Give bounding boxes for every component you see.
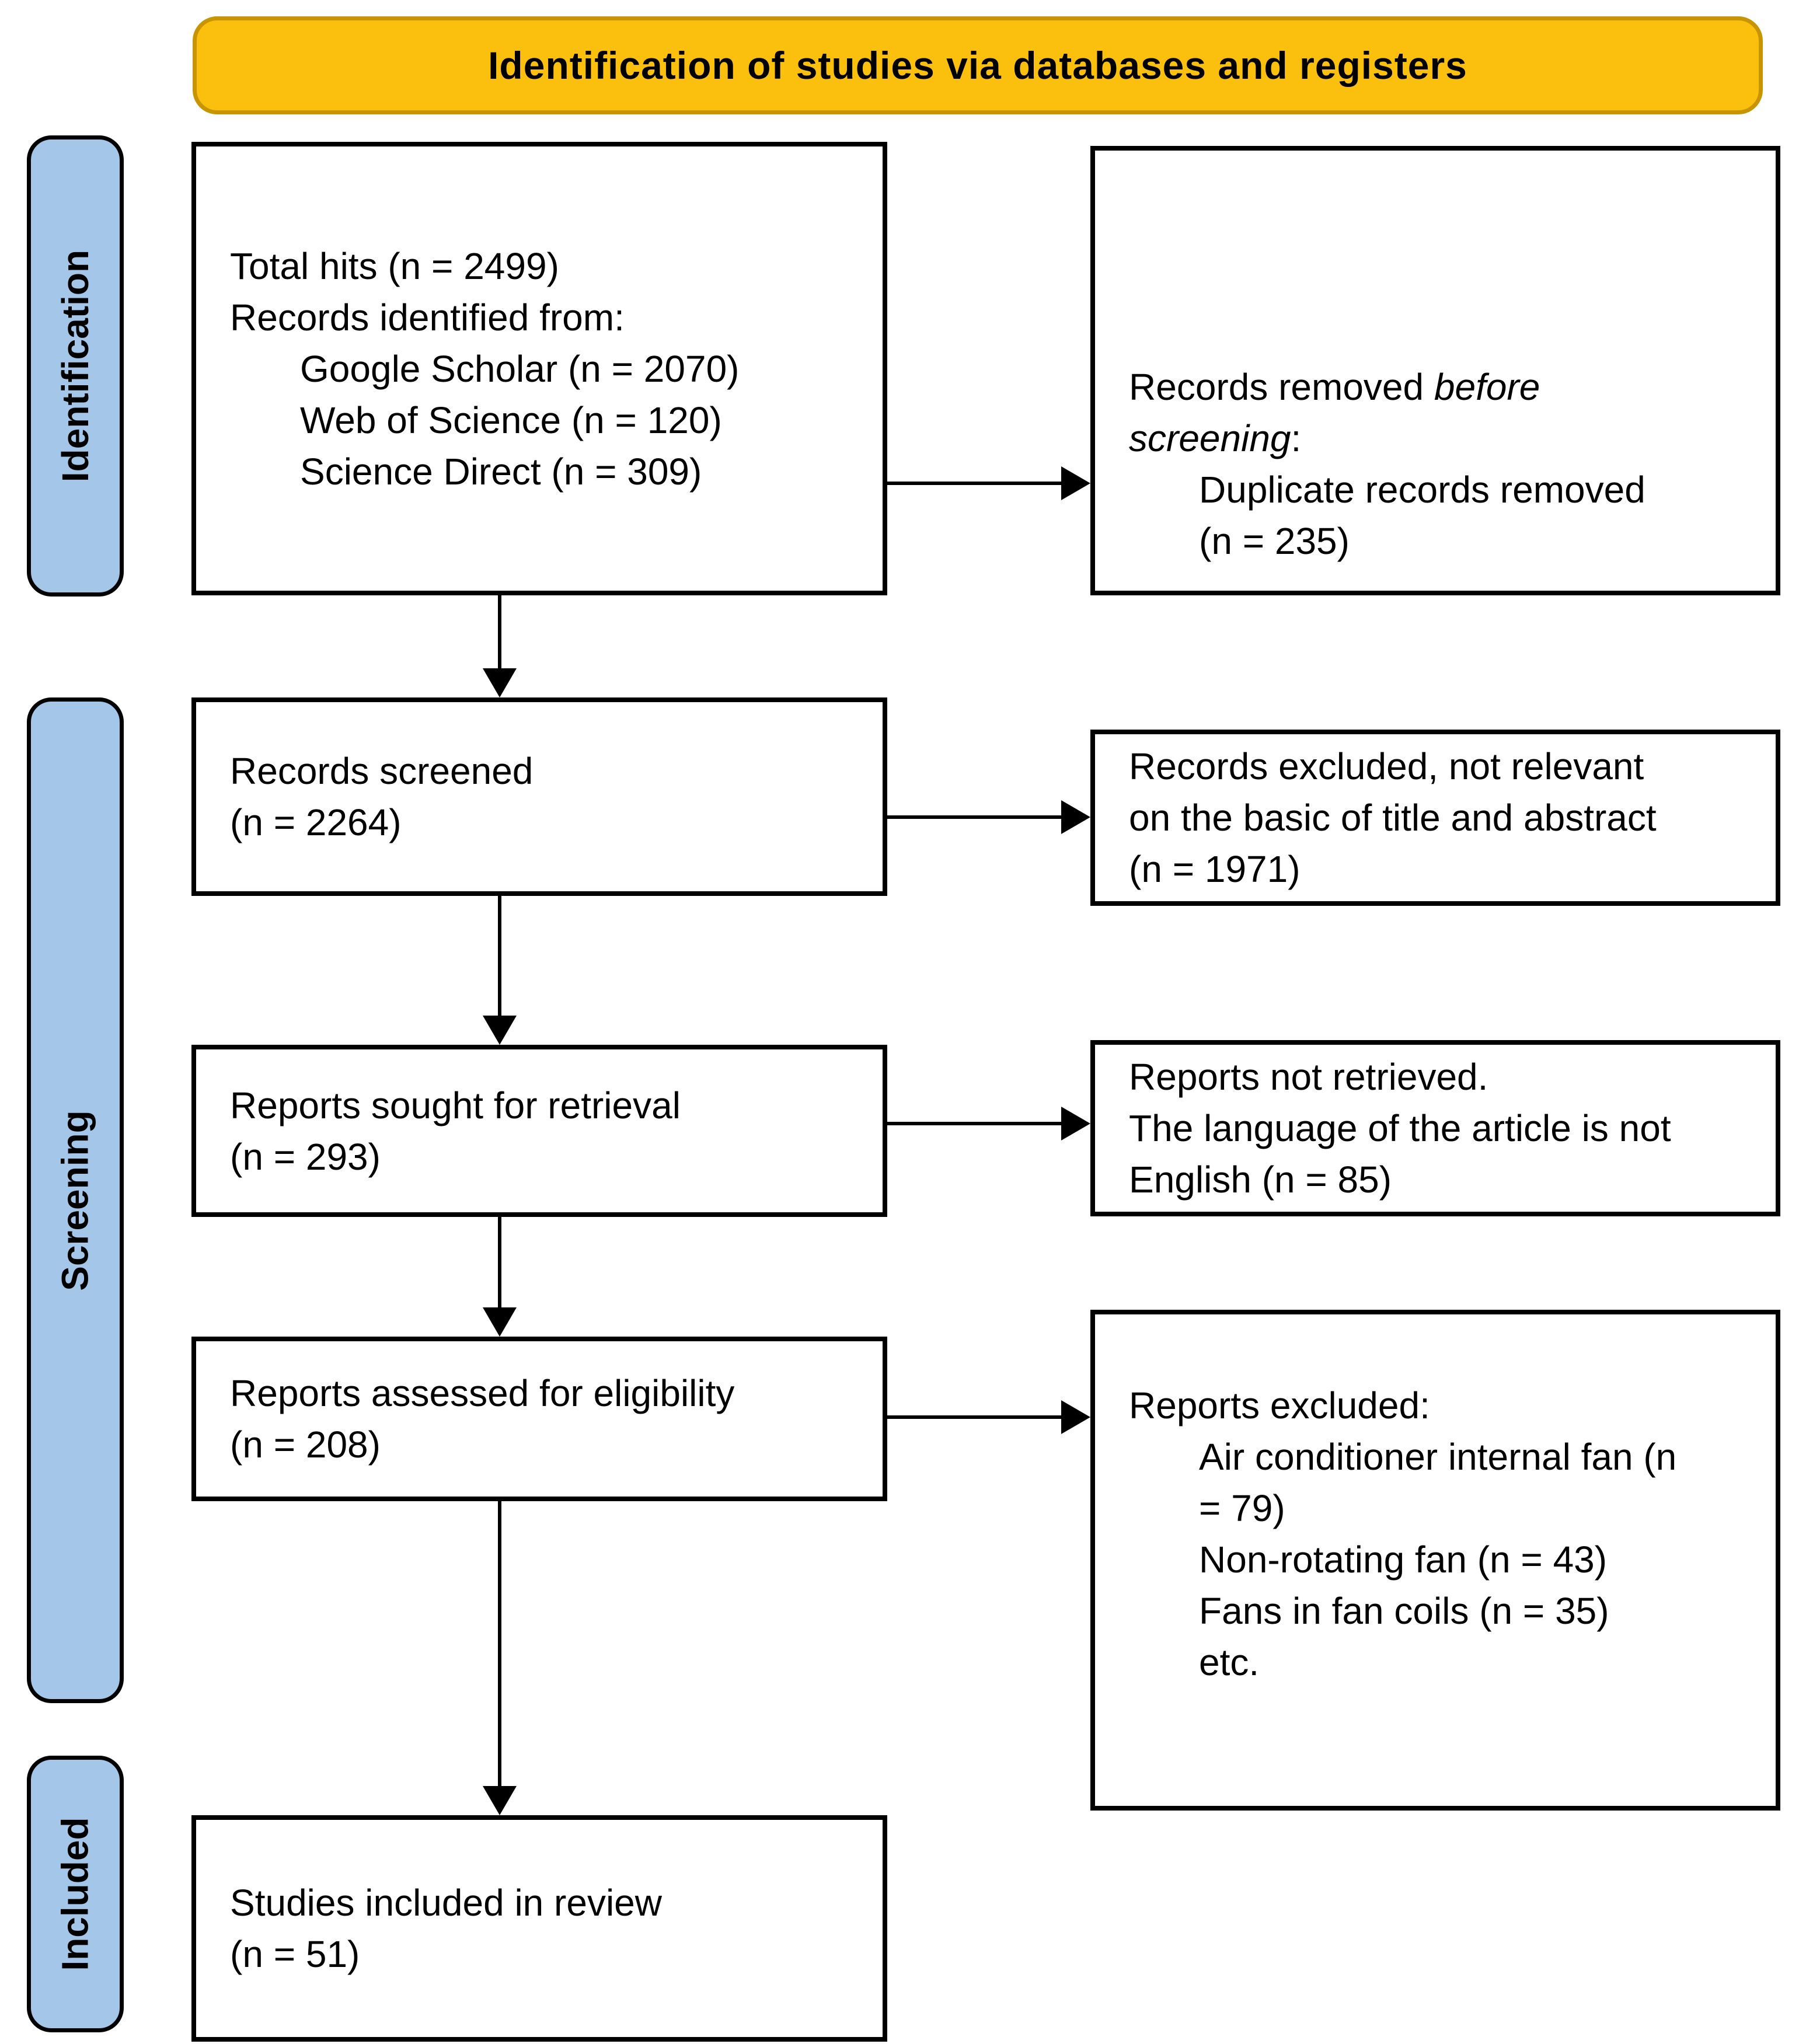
box-text-segment-italic: before — [1434, 366, 1540, 408]
box-text-segment: : — [1291, 417, 1302, 459]
box-text-line: The language of the article is not — [1129, 1103, 1764, 1154]
box-text-segment: Reports sought for retrieval — [230, 1084, 681, 1126]
box-records-screened: Records screened (n = 2264) — [191, 697, 887, 896]
box-text-line: Non-rotating fan (n = 43) — [1129, 1534, 1764, 1585]
box-text-segment: Non-rotating fan (n = 43) — [1199, 1539, 1608, 1581]
box-text-line: screening: — [1129, 413, 1764, 464]
box-text-line: etc. — [1129, 1637, 1764, 1688]
box-text-line: Records identified from: — [230, 292, 871, 343]
arrow-head-icon — [483, 668, 517, 697]
box-text-line: Air conditioner internal fan (n — [1129, 1431, 1764, 1483]
box-text-line: Google Scholar (n = 2070) — [230, 343, 871, 395]
box-reports-assessed: Reports assessed for eligibility (n = 208… — [191, 1337, 887, 1501]
arrow-head-icon — [483, 1786, 517, 1815]
box-reports-excluded: Reports excluded: Air conditioner interna… — [1090, 1310, 1780, 1811]
stage-label-identification: Identification — [54, 249, 96, 483]
box-text-line: Studies included in review — [230, 1877, 871, 1928]
box-text-line: Records removed before — [1129, 361, 1764, 413]
box-text-line: Science Direct (n = 309) — [230, 446, 871, 497]
arrow-head-icon — [1061, 1107, 1090, 1140]
arrow-line — [498, 595, 501, 670]
box-text-segment: Fans in fan coils (n = 35) — [1199, 1590, 1609, 1632]
box-text-line: Reports sought for retrieval — [230, 1080, 871, 1131]
box-text-line: Fans in fan coils (n = 35) — [1129, 1585, 1764, 1637]
box-text-segment: Total hits (n = 2499) — [230, 245, 559, 287]
arrow-head-icon — [1061, 1400, 1090, 1434]
box-text-segment: = 79) — [1199, 1487, 1285, 1529]
stage-bar-screening: Screening — [27, 697, 124, 1703]
box-text-segment: Reports assessed for eligibility — [230, 1372, 735, 1414]
box-text-line: = 79) — [1129, 1483, 1764, 1534]
header-banner: Identification of studies via databases … — [193, 16, 1763, 114]
box-text-segment: (n = 208) — [230, 1424, 381, 1466]
box-records-excluded: Records excluded, not relevant on the bas… — [1090, 730, 1780, 906]
box-text-segment: (n = 51) — [230, 1933, 360, 1975]
box-text-segment: Reports excluded: — [1129, 1384, 1430, 1426]
box-text-line: Reports excluded: — [1129, 1380, 1764, 1431]
arrow-line — [887, 815, 1062, 819]
box-text-segment: (n = 1971) — [1129, 848, 1301, 890]
header-title: Identification of studies via databases … — [488, 44, 1467, 87]
arrow-line — [498, 1217, 501, 1309]
box-text-line: on the basic of title and abstract — [1129, 792, 1764, 843]
arrow-head-icon — [483, 1307, 517, 1337]
box-text-segment: Science Direct (n = 309) — [300, 450, 702, 493]
box-text-segment: Records identified from: — [230, 296, 625, 339]
arrow-head-icon — [483, 1016, 517, 1045]
box-text-segment: (n = 293) — [230, 1135, 381, 1178]
box-text-line: (n = 2264) — [230, 797, 871, 848]
box-text-segment: Records excluded, not relevant — [1129, 745, 1644, 787]
box-text-line: Reports assessed for eligibility — [230, 1368, 871, 1419]
box-text-line: English (n = 85) — [1129, 1154, 1764, 1205]
box-text-line: Duplicate records removed — [1129, 464, 1764, 515]
box-reports-not-retrieved: Reports not retrieved. The language of th… — [1090, 1040, 1780, 1216]
arrow-head-icon — [1061, 466, 1090, 500]
arrow-line — [887, 1415, 1062, 1419]
box-text-segment: Duplicate records removed — [1199, 469, 1645, 511]
box-text-line: Total hits (n = 2499) — [230, 240, 871, 292]
arrow-line — [887, 1122, 1062, 1125]
box-text-line: Records excluded, not relevant — [1129, 741, 1764, 792]
box-text-segment-italic: screening — [1129, 417, 1291, 459]
box-records-identified: Total hits (n = 2499) Records identified … — [191, 142, 887, 595]
box-text-segment: Records removed — [1129, 366, 1434, 408]
box-text-line: (n = 208) — [230, 1419, 871, 1470]
stage-label-included: Included — [54, 1817, 96, 1971]
box-text-line: (n = 1971) — [1129, 843, 1764, 895]
box-text-line: Web of Science (n = 120) — [230, 395, 871, 446]
box-reports-sought: Reports sought for retrieval (n = 293) — [191, 1045, 887, 1217]
box-text-segment: Google Scholar (n = 2070) — [300, 347, 740, 390]
box-text-segment: (n = 235) — [1199, 520, 1350, 562]
box-text-line: Reports not retrieved. — [1129, 1051, 1764, 1103]
arrow-head-icon — [1061, 800, 1090, 834]
box-text-segment: Reports not retrieved. — [1129, 1056, 1488, 1098]
box-text-segment: etc. — [1199, 1641, 1260, 1683]
arrow-line — [498, 896, 501, 1017]
box-text-line: (n = 51) — [230, 1928, 871, 1980]
box-text-segment: Web of Science (n = 120) — [300, 399, 722, 441]
box-text-segment: (n = 2264) — [230, 801, 402, 843]
arrow-line — [498, 1501, 501, 1788]
stage-label-screening: Screening — [54, 1110, 96, 1291]
box-text-line: (n = 293) — [230, 1131, 871, 1183]
box-text-segment: Air conditioner internal fan (n — [1199, 1436, 1677, 1478]
box-text-segment: The language of the article is not — [1129, 1107, 1671, 1149]
stage-bar-identification: Identification — [27, 135, 124, 597]
box-text-segment: Studies included in review — [230, 1882, 662, 1924]
box-studies-included: Studies included in review (n = 51) — [191, 1815, 887, 2042]
box-text-segment: on the basic of title and abstract — [1129, 797, 1657, 839]
box-text-line: Records screened — [230, 745, 871, 797]
arrow-line — [887, 482, 1062, 485]
stage-bar-included: Included — [27, 1756, 124, 2032]
box-text-segment: English (n = 85) — [1129, 1159, 1392, 1201]
box-text-segment: Records screened — [230, 750, 534, 792]
box-text-line: (n = 235) — [1129, 515, 1764, 567]
